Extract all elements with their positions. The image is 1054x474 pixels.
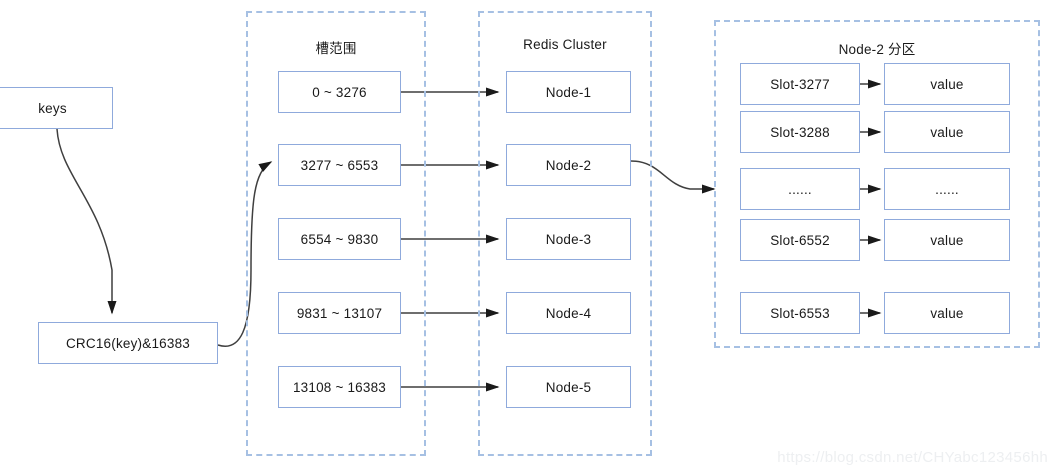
cluster-node-box-4[interactable]: Node-4	[506, 292, 631, 334]
cluster-node-label: Node-5	[545, 379, 592, 395]
cluster-node-label: Node-3	[545, 231, 592, 247]
partition-value-label: value	[930, 124, 964, 140]
wire-keys-to-hash	[56, 128, 117, 315]
slot-range-label: 3277 ~ 6553	[300, 157, 379, 173]
partition-slot-box-5[interactable]: Slot-6553	[740, 292, 860, 334]
partition-slot-label: Slot-6553	[770, 305, 830, 321]
slot-range-group	[246, 11, 426, 456]
partition-slot-label: Slot-6552	[770, 232, 830, 248]
cluster-node-box-3[interactable]: Node-3	[506, 218, 631, 260]
watermark: https://blog.csdn.net/CHYabc123456hh	[777, 449, 1048, 466]
partition-value-label: value	[930, 76, 964, 92]
hash-function-label: CRC16(key)&16383	[65, 335, 190, 351]
cluster-node-label: Node-1	[545, 84, 592, 100]
partition-slot-box-1[interactable]: Slot-3277	[740, 63, 860, 105]
partition-value-box-5[interactable]: value	[884, 292, 1010, 334]
cluster-node-box-1[interactable]: Node-1	[506, 71, 631, 113]
slot-range-label: 0 ~ 3276	[312, 84, 367, 100]
hash-function-box[interactable]: CRC16(key)&16383	[38, 322, 218, 364]
cluster-node-box-2[interactable]: Node-2	[506, 144, 631, 186]
partition-value-label: value	[930, 232, 964, 248]
cluster-node-label: Node-4	[545, 305, 592, 321]
partition-slot-label: Slot-3277	[770, 76, 830, 92]
slot-range-box-4[interactable]: 9831 ~ 13107	[278, 292, 401, 334]
partition-value-box-4[interactable]: value	[884, 219, 1010, 261]
node2-partition-group-title: Node-2 分区	[838, 42, 916, 57]
keys-box[interactable]: keys	[0, 87, 113, 129]
partition-value-box-1[interactable]: value	[884, 63, 1010, 105]
partition-slot-box-2[interactable]: Slot-3288	[740, 111, 860, 153]
partition-slot-label: ......	[788, 181, 812, 197]
partition-slot-box-4[interactable]: Slot-6552	[740, 219, 860, 261]
redis-cluster-group-title: Redis Cluster	[523, 37, 607, 52]
slot-range-box-1[interactable]: 0 ~ 3276	[278, 71, 401, 113]
slot-range-label: 6554 ~ 9830	[300, 231, 379, 247]
node2-partition-group	[714, 20, 1040, 348]
cluster-node-label: Node-2	[545, 157, 592, 173]
partition-value-label: value	[930, 305, 964, 321]
keys-label: keys	[38, 100, 67, 116]
slot-range-label: 13108 ~ 16383	[292, 379, 387, 395]
slot-range-box-3[interactable]: 6554 ~ 9830	[278, 218, 401, 260]
partition-value-box-2[interactable]: value	[884, 111, 1010, 153]
partition-value-label: ......	[935, 181, 959, 197]
partition-slot-box-3[interactable]: ......	[740, 168, 860, 210]
redis-cluster-group	[478, 11, 652, 456]
partition-value-box-3[interactable]: ......	[884, 168, 1010, 210]
slot-range-group-title: 槽范围	[315, 41, 357, 56]
slot-range-label: 9831 ~ 13107	[296, 305, 383, 321]
slot-range-box-2[interactable]: 3277 ~ 6553	[278, 144, 401, 186]
cluster-node-box-5[interactable]: Node-5	[506, 366, 631, 408]
slot-range-box-5[interactable]: 13108 ~ 16383	[278, 366, 401, 408]
partition-slot-label: Slot-3288	[770, 124, 830, 140]
